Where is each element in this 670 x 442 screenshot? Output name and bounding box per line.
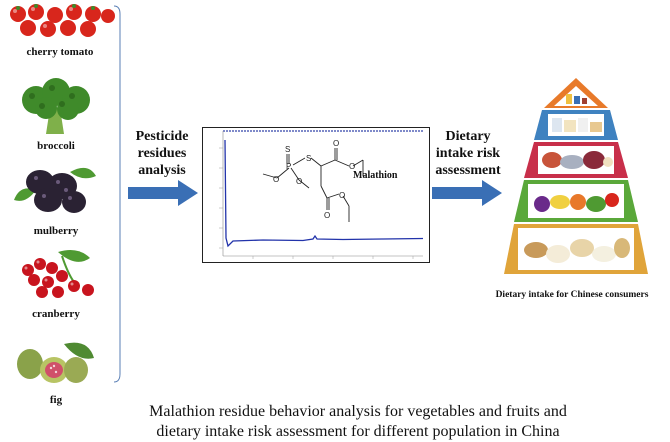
food-label-mulberry: mulberry	[33, 225, 79, 237]
arrow-to-analysis	[128, 180, 198, 206]
dietary-assessment-label: Dietary intake risk assessment	[430, 128, 506, 179]
broccoli-icon	[22, 78, 90, 134]
svg-text:O: O	[333, 139, 339, 148]
pesticide-line-1: Pesticide	[135, 129, 189, 144]
food-label-cherry-tomato: cherry tomato	[26, 46, 94, 58]
svg-text:S: S	[306, 154, 311, 163]
svg-text:O: O	[339, 191, 345, 200]
food-label-broccoli: broccoli	[37, 140, 75, 152]
svg-text:P: P	[286, 162, 291, 171]
pesticide-line-2: residues	[137, 146, 187, 161]
food-label-fig: fig	[49, 394, 63, 406]
cherry-tomato-icon	[10, 4, 115, 37]
food-pyramid	[504, 78, 648, 274]
pesticide-line-3: analysis	[138, 163, 186, 178]
caption-line-2: dietary intake risk assessment for diffe…	[156, 423, 560, 440]
cranberry-icon	[22, 250, 94, 298]
svg-text:O: O	[324, 211, 330, 220]
chromatogram-panel: S P S O O O O O O Malathion	[202, 127, 430, 263]
dietary-line-2: intake risk	[435, 146, 501, 161]
svg-text:O: O	[273, 175, 279, 184]
food-label-cranberry: cranberry	[32, 308, 80, 320]
chromatogram-plot: S P S O O O O O O	[219, 130, 424, 259]
svg-text:S: S	[285, 145, 290, 154]
mulberry-icon	[14, 167, 96, 213]
arrow-to-pyramid	[432, 180, 502, 206]
dietary-line-3: assessment	[435, 163, 501, 178]
figure-caption: Malathion residue behavior analysis for …	[78, 402, 638, 442]
dietary-line-1: Dietary	[445, 129, 491, 144]
pyramid-caption: Dietary intake for Chinese consumers	[495, 290, 649, 300]
food-group-bracket	[113, 5, 121, 383]
fig-icon	[17, 342, 94, 383]
caption-line-1: Malathion residue behavior analysis for …	[149, 403, 567, 420]
svg-text:O: O	[296, 177, 302, 186]
food-column: cherry tomato broccoli mulberry	[0, 0, 130, 440]
pesticide-analysis-label: Pesticide residues analysis	[124, 128, 200, 179]
malathion-label: Malathion	[353, 170, 398, 181]
svg-text:O: O	[349, 162, 355, 171]
